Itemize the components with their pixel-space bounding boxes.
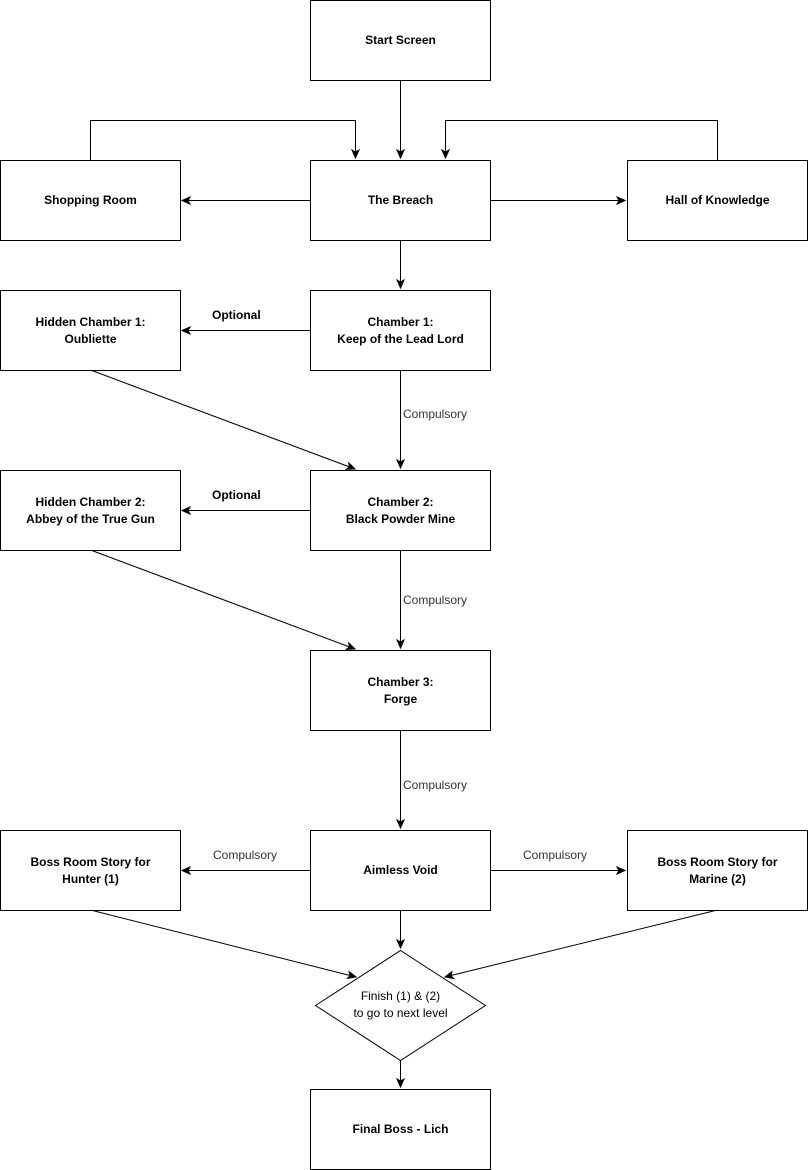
edge-hidden1-to-chamber2 <box>90 369 356 469</box>
decision-diamond <box>314 949 487 1062</box>
node-boss-room-hunter: Boss Room Story for Hunter (1) <box>0 830 181 911</box>
edge-marine-to-decision <box>445 909 718 977</box>
node-chamber-3: Chamber 3: Forge <box>310 650 491 731</box>
edge-label-compulsory-hunter: Compulsory <box>213 848 278 862</box>
node-chamber-2: Chamber 2: Black Powder Mine <box>310 470 491 551</box>
edge-hunter-to-decision <box>90 909 357 977</box>
node-hall-of-knowledge: Hall of Knowledge <box>627 160 808 241</box>
node-hidden-chamber-2: Hidden Chamber 2: Abbey of the True Gun <box>0 470 181 551</box>
edge-hidden2-to-chamber3 <box>90 549 356 649</box>
edge-hall-to-breach <box>446 120 718 160</box>
node-boss-room-marine: Boss Room Story for Marine (2) <box>627 830 808 911</box>
edge-label-compulsory-3: Compulsory <box>403 778 468 792</box>
node-hidden-chamber-1: Hidden Chamber 1: Oubliette <box>0 290 181 371</box>
node-the-breach: The Breach <box>310 160 491 241</box>
node-start-screen: Start Screen <box>310 0 491 81</box>
node-chamber-1: Chamber 1: Keep of the Lead Lord <box>310 290 491 371</box>
node-shopping-room: Shopping Room <box>0 160 181 241</box>
node-final-boss: Final Boss - Lich <box>310 1089 491 1170</box>
edge-label-compulsory-1: Compulsory <box>403 407 468 421</box>
decision-label: Finish (1) & (2) to go to next level <box>353 989 448 1020</box>
node-aimless-void: Aimless Void <box>310 830 491 911</box>
edge-label-compulsory-marine: Compulsory <box>523 848 588 862</box>
edge-label-optional-1: Optional <box>212 308 261 322</box>
edge-shopping-to-breach <box>90 120 356 160</box>
edge-label-compulsory-2: Compulsory <box>403 593 468 607</box>
edge-label-optional-2: Optional <box>212 488 261 502</box>
